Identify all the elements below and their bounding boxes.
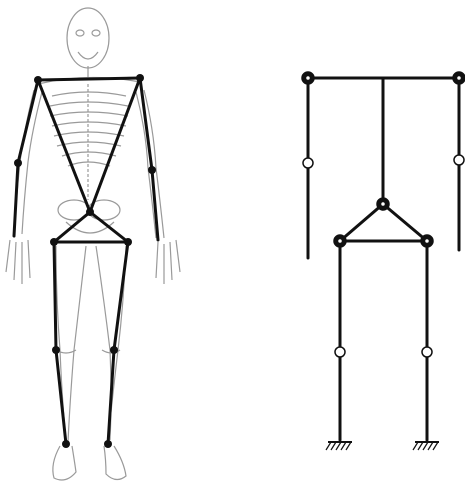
triangle-right-side xyxy=(383,204,427,241)
right-arm-pin xyxy=(454,155,464,165)
left-shoulder-joint xyxy=(34,76,42,84)
skeleton-model-links xyxy=(14,78,158,444)
pelvis-right-link xyxy=(90,212,128,242)
torso-right-diagonal xyxy=(90,78,140,212)
feet-sketch xyxy=(53,446,126,480)
top-right-joint xyxy=(453,72,465,84)
right-thigh xyxy=(114,242,128,350)
right-ground-support xyxy=(413,442,439,450)
triangle-right-joint xyxy=(421,235,433,247)
left-arm-pin xyxy=(303,158,313,168)
pelvis-left-link xyxy=(54,212,90,242)
right-elbow-joint xyxy=(148,166,156,174)
left-hip-joint xyxy=(50,238,58,246)
right-hip-joint xyxy=(124,238,132,246)
eye-socket-left xyxy=(76,30,84,36)
right-knee-joint xyxy=(110,346,118,354)
top-left-joint xyxy=(302,72,314,84)
triangle-left-side xyxy=(340,204,383,241)
ground-supports xyxy=(326,442,439,450)
shoulder-bar xyxy=(38,78,140,80)
mechanism-panel xyxy=(302,72,465,450)
skeleton-model-joints xyxy=(14,74,156,448)
right-ankle-joint xyxy=(104,440,112,448)
triangle-apex-joint xyxy=(377,198,389,210)
left-ground-support xyxy=(326,442,352,450)
pelvis-joint xyxy=(86,208,94,216)
left-knee-joint xyxy=(52,346,60,354)
left-leg-pin xyxy=(335,347,345,357)
left-forearm xyxy=(14,163,18,236)
left-thigh xyxy=(54,242,56,350)
left-elbow-joint xyxy=(14,159,22,167)
right-shoulder-joint xyxy=(136,74,144,82)
jaw-outline xyxy=(78,52,98,59)
eye-socket-right xyxy=(92,30,100,36)
skeleton-panel xyxy=(6,8,180,480)
mechanism-links xyxy=(308,78,461,440)
right-upper-arm xyxy=(140,78,152,170)
right-leg-pin xyxy=(422,347,432,357)
triangle-left-joint xyxy=(334,235,346,247)
left-ankle-joint xyxy=(62,440,70,448)
torso-left-diagonal xyxy=(38,80,90,212)
